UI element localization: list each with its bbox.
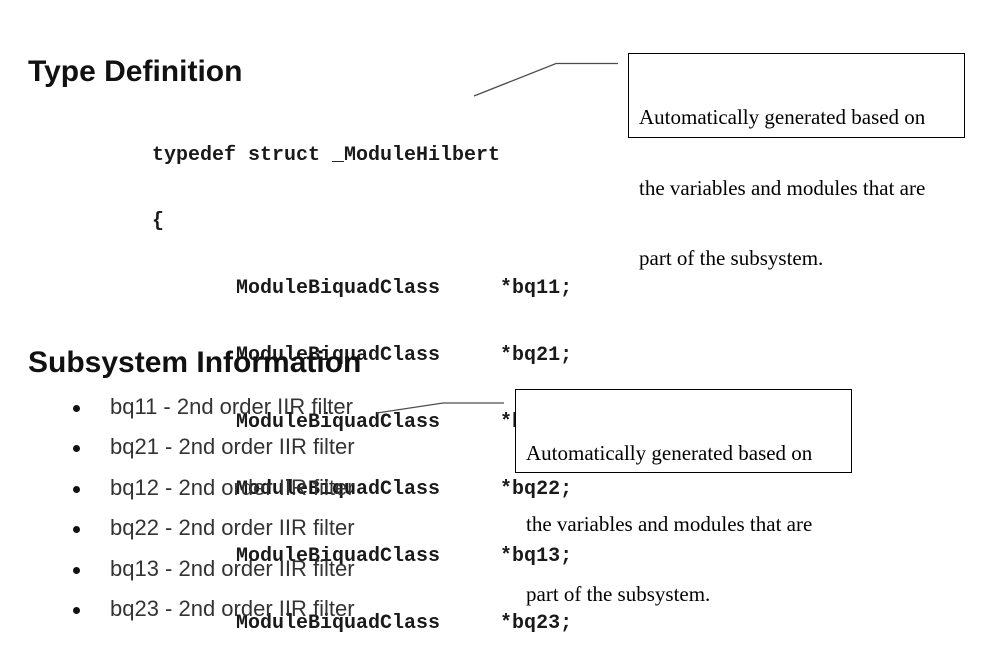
bullet-icon (73, 404, 80, 412)
code-line: ModuleBiquadClass *bq23; (152, 611, 573, 635)
callout-text-line: Automatically generated based on (526, 441, 813, 465)
bullet-icon (73, 606, 80, 614)
list-item: bq23 - 2nd order IIR filter (73, 598, 355, 620)
subsystem-information-heading: Subsystem Information (28, 346, 362, 380)
subsystem-callout-box: Automatically generated based on the var… (515, 389, 852, 606)
list-item-label: bq23 - 2nd order IIR filter (110, 596, 355, 621)
list-item: bq21 - 2nd order IIR filter (73, 436, 355, 458)
callout-text-line: the variables and modules that are (526, 511, 813, 536)
list-item-label: bq11 - 2nd order IIR filter (110, 394, 353, 419)
typedef-code-block: typedef struct _ModuleHilbert { ModuleBi… (152, 100, 572, 663)
list-item: bq13 - 2nd order IIR filter (73, 558, 355, 580)
callout-text-line: part of the subsystem. (526, 582, 711, 606)
type-definition-callout-box: Automatically generated based on the var… (628, 53, 965, 270)
bullet-icon (73, 485, 80, 493)
code-line: { (152, 210, 165, 234)
list-item-label: bq13 - 2nd order IIR filter (110, 556, 355, 581)
callout-text-line: Automatically generated based on (639, 105, 926, 129)
code-line: ModuleBiquadClass *bq22; (152, 478, 573, 502)
list-item-label: bq12 - 2nd order IIR filter (110, 475, 355, 500)
code-line: typedef struct _ModuleHilbert (152, 143, 501, 167)
bullet-icon (73, 525, 80, 533)
list-item-label: bq21 - 2nd order IIR filter (110, 434, 355, 459)
list-item: bq22 - 2nd order IIR filter (73, 517, 355, 539)
bullet-icon (73, 444, 80, 452)
callout-text-line: the variables and modules that are (639, 175, 926, 200)
list-item: bq11 - 2nd order IIR filter (73, 396, 353, 418)
bullet-icon (73, 566, 80, 574)
code-line: ModuleBiquadClass *bq21; (152, 344, 573, 368)
list-item-label: bq22 - 2nd order IIR filter (110, 515, 355, 540)
type-definition-leader-line (473, 62, 618, 97)
code-line: ModuleBiquadClass *bq11; (152, 277, 573, 301)
type-definition-heading: Type Definition (28, 55, 243, 89)
list-item: bq12 - 2nd order IIR filter (73, 477, 355, 499)
code-line: ModuleBiquadClass *bq13; (152, 544, 573, 568)
callout-text-line: part of the subsystem. (639, 246, 824, 270)
